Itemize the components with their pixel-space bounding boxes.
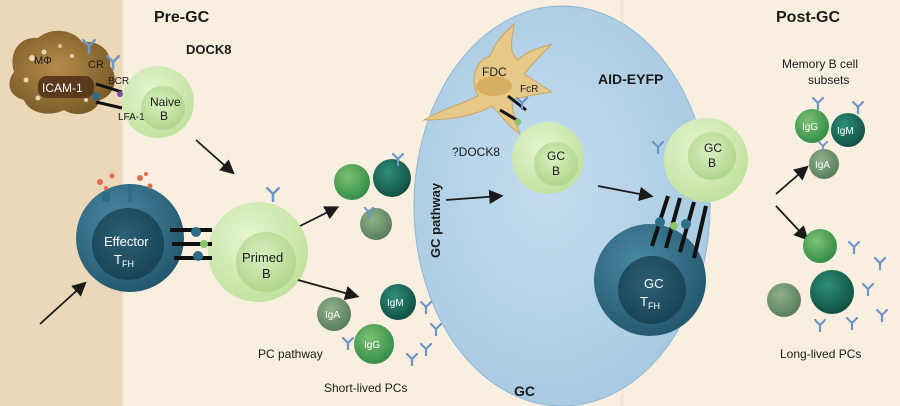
primed-b-nucleus: [236, 232, 296, 292]
gcb2-label-2: B: [708, 156, 716, 170]
lfa1-label: LFA-1: [118, 112, 145, 123]
post-gc-title: Post-GC: [776, 9, 840, 26]
effector-primed-synapse: [170, 227, 212, 261]
effector-tfh-label: TFH: [114, 252, 134, 269]
dock8-label: DOCK8: [186, 42, 232, 57]
gc-b-nucleus-1: [534, 142, 578, 186]
long-lived-pc-3: [767, 283, 801, 317]
plasma-cell-2: [373, 159, 411, 197]
q-dock8-label: ?DOCK8: [452, 145, 500, 159]
pathway-arrows: [39, 139, 809, 325]
plasma-cell-1: [334, 164, 370, 200]
igg-mem-label: IgG: [802, 122, 818, 133]
cr-label: CR: [88, 59, 104, 71]
plasma-cell-3: [360, 208, 392, 240]
gc-title: GC: [514, 383, 535, 399]
gc-tfh-b-synapse: [650, 195, 708, 259]
macrophage-granules: [23, 44, 88, 102]
long-lived-pc-2: [810, 270, 854, 314]
bcr-label: BCR: [108, 76, 129, 87]
long-lived-pc-1: [803, 229, 837, 263]
pre-gc-title: Pre-GC: [154, 9, 210, 26]
plasma-cell-iga: [317, 297, 351, 331]
icam1-label: ICAM-1: [42, 81, 83, 95]
effector-tfh-nucleus: [92, 208, 164, 280]
igg-short-label: IgG: [364, 340, 380, 351]
gctfh-label-1: GC: [644, 276, 664, 291]
naive-b-nucleus: [141, 86, 185, 130]
fcr-label: FcR: [520, 84, 538, 95]
effector-label: Effector: [104, 234, 149, 249]
plasma-cell-igm: [380, 284, 416, 320]
pc-pathway-label: PC pathway: [258, 347, 323, 361]
macrophage-label: MΦ: [34, 55, 52, 67]
naive-macrophage-receptors: [82, 39, 123, 110]
gcb1-label-1: GC: [547, 149, 565, 163]
iga-short-label: IgA: [325, 310, 340, 321]
aid-eyfp-label: AID-EYFP: [598, 71, 663, 87]
fdc-label: FDC: [482, 65, 507, 79]
short-lived-pcs-label: Short-lived PCs: [324, 381, 407, 395]
icam1-badge: [38, 76, 94, 98]
memory-b-igg: [795, 109, 829, 143]
long-lived-pcs-label: Long-lived PCs: [780, 347, 861, 361]
memory-b-iga: [809, 149, 839, 179]
iga-mem-label: IgA: [815, 160, 830, 171]
naive-label-1: Naive: [150, 95, 181, 109]
primed-label-1: Primed: [242, 250, 283, 265]
memory-b-label-1: Memory B cell: [782, 57, 858, 71]
primed-label-2: B: [262, 266, 271, 281]
gc-pathway-label: GC pathway: [428, 182, 443, 258]
effector-secretion-dots: [97, 172, 153, 202]
memory-b-igm: [831, 113, 865, 147]
igm-short-label: IgM: [387, 298, 404, 309]
gc-tfh-nucleus: [618, 256, 686, 324]
fdc-nucleus: [476, 76, 512, 96]
memory-b-label-2: subsets: [808, 73, 849, 87]
gcb2-label-1: GC: [704, 141, 722, 155]
plasma-cell-igg: [354, 324, 394, 364]
gctfh-label-2: TFH: [640, 294, 660, 311]
fdc-gcb-receptors: [499, 94, 528, 126]
igm-mem-label: IgM: [837, 126, 854, 137]
naive-label-2: B: [160, 109, 168, 123]
gc-b-nucleus-2: [688, 132, 736, 180]
gcb1-label-2: B: [552, 164, 560, 178]
